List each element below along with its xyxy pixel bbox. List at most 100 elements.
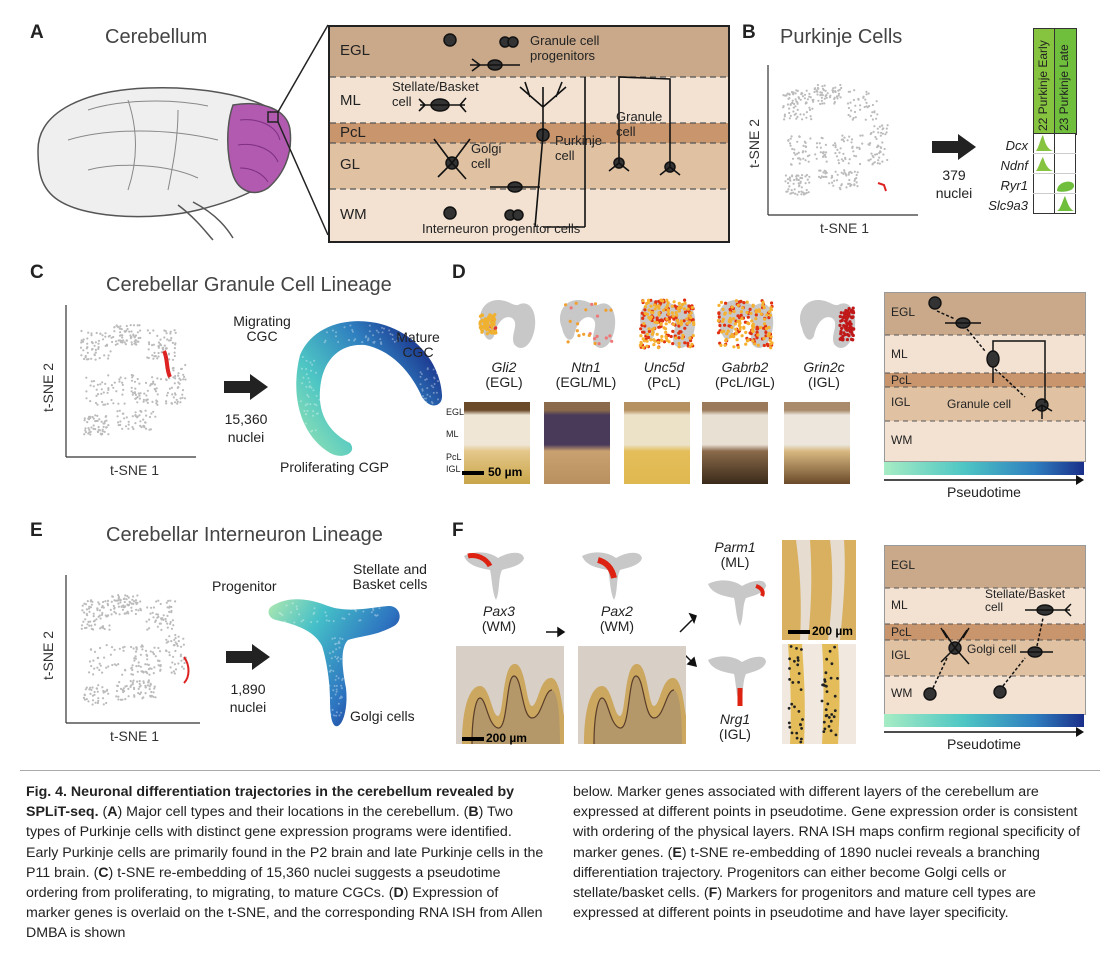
panel-a-letter: A xyxy=(30,22,44,43)
label-interneuron-progenitors: Interneuron progenitor cells xyxy=(422,221,581,236)
f-gene-pax3: Pax3(WM) xyxy=(481,603,517,634)
panel-b-ylabel: t-SNE 2 xyxy=(746,118,762,168)
d-tsne-ntn1 xyxy=(559,300,616,348)
panel-b-letter: B xyxy=(742,22,756,43)
caption-title: Fig. 4. Neuronal differentiation traject… xyxy=(26,784,515,821)
d-tsne-grin2c xyxy=(799,300,856,348)
caption-divider xyxy=(20,770,1100,771)
f-layer-wm: WM xyxy=(891,686,913,700)
f-layer-ml: ML xyxy=(891,598,908,612)
ish-layer-igl: IGL xyxy=(446,464,461,474)
f-ish-parm1 xyxy=(782,540,856,640)
f-tsne-parm1 xyxy=(708,580,766,626)
panel-a-title: Cerebellum xyxy=(105,26,208,48)
d-layer-pcl: PcL xyxy=(891,373,912,387)
d-layer-igl: IGL xyxy=(891,395,911,409)
column-purkinje-late: 23 Purkinje Late xyxy=(1057,44,1071,131)
panel-e-count-unit: nuclei xyxy=(229,699,267,715)
d-layer-egl: EGL xyxy=(891,305,916,319)
caption-d-text-cont: below. Marker genes associated with diff… xyxy=(573,784,1081,861)
panel-b-count-unit: nuclei xyxy=(935,185,973,201)
label-granule-progenitors: Granule cell progenitors xyxy=(530,33,600,63)
label-stellate-basket-cells: Stellate and Basket cells xyxy=(352,561,428,592)
gene-slc9a3: Slc9a3 xyxy=(988,198,1028,213)
gene-dcx: Dcx xyxy=(1005,138,1028,153)
f-gene-nrg1: Nrg1(IGL) xyxy=(719,711,751,742)
label-progenitor: Progenitor xyxy=(212,578,277,594)
brain-illustration xyxy=(37,24,329,241)
f-tsne-pax3 xyxy=(464,552,524,600)
scale-f1: 200 µm xyxy=(486,731,527,745)
panel-e-count: 1,890 xyxy=(230,681,266,697)
interneuron-trajectory xyxy=(268,599,400,727)
f-tsne-nrg1 xyxy=(708,656,766,706)
pseudotime-arrow-f xyxy=(884,727,1084,737)
panel-b-count: 379 xyxy=(942,167,966,183)
f-tsne-pax2 xyxy=(582,552,642,600)
arrow-e xyxy=(226,644,270,670)
d-layer-wm: WM xyxy=(891,433,913,447)
caption-d-text: Expression of marker genes is overlaid o… xyxy=(26,885,543,942)
f-ish-pax2 xyxy=(578,646,686,745)
f-gene-pax2: Pax2(WM) xyxy=(599,603,635,634)
cerebellum-layer-diagram: EGL ML PcL GL WM Granule cell progenitor… xyxy=(328,25,730,243)
ish-layer-pcl: PcL xyxy=(446,452,462,462)
tsne-plot-e xyxy=(65,575,200,724)
d-tsne-gabrb2 xyxy=(716,299,774,350)
d-gene-gabrb2: Gabrb2(PcL/IGL) xyxy=(715,359,775,390)
pseudotime-bar-d xyxy=(884,462,1084,475)
scalebar-d xyxy=(462,471,484,475)
panel-c-count-unit: nuclei xyxy=(227,429,265,445)
d-layer-ml: ML xyxy=(891,347,908,361)
panel-c-xlabel: t-SNE 1 xyxy=(110,462,160,478)
d-ish-ntn1 xyxy=(544,402,610,484)
d-gene-grin2c: Grin2c(IGL) xyxy=(803,359,845,390)
layer-wm: WM xyxy=(340,206,367,223)
f-ish-nrg1 xyxy=(782,644,856,744)
violin-header: 22 Purkinje Early 23 Purkinje Late xyxy=(1033,28,1077,135)
layer-gl: GL xyxy=(340,156,361,173)
d-ish-grin2c xyxy=(784,402,850,484)
scale-f2: 200 µm xyxy=(812,624,853,638)
f-arrows xyxy=(546,612,698,668)
label-proliferating-cgp: Proliferating CGP xyxy=(280,459,389,475)
panel-b-xlabel: t-SNE 1 xyxy=(820,220,870,236)
panel-b-title: Purkinje Cells xyxy=(780,26,903,48)
tsne-plot-b xyxy=(767,65,918,216)
label-granule: Granule cell xyxy=(616,109,663,139)
granule-layer-diagram: EGL ML PcL IGL WM Granule cell xyxy=(884,292,1086,462)
d-gene-unc5d: Unc5d(PcL) xyxy=(643,359,685,390)
pseudotime-label-f: Pseudotime xyxy=(947,736,1021,752)
f-gene-parm1: Parm1(ML) xyxy=(714,539,756,570)
scalebar-f2 xyxy=(788,630,810,634)
gene-ryr1: Ryr1 xyxy=(1000,178,1028,193)
violin-plots xyxy=(1033,133,1076,214)
label-mature-cgc: Mature CGC xyxy=(396,329,440,360)
panel-f-letter: F xyxy=(452,520,464,541)
label-migrating-cgc: Migrating CGC xyxy=(233,313,291,344)
panel-d-letter: D xyxy=(452,262,466,283)
arrow-b xyxy=(932,134,976,160)
panel-e-ylabel: t-SNE 2 xyxy=(40,630,56,680)
layer-ml: ML xyxy=(340,92,361,109)
panel-c-letter: C xyxy=(30,262,44,283)
panel-e-title: Cerebellar Interneuron Lineage xyxy=(106,524,383,546)
d-gene-ntn1: Ntn1(EGL/ML) xyxy=(555,359,617,390)
label-purkinje: Purkinje cell xyxy=(555,133,602,163)
label-golgi: Golgi cell xyxy=(471,141,502,171)
layer-egl: EGL xyxy=(340,42,371,59)
f-label-stellate: Stellate/Basket cell xyxy=(985,587,1066,614)
caption-col-1: Fig. 4. Neuronal differentiation traject… xyxy=(26,784,544,942)
panel-c-ylabel: t-SNE 2 xyxy=(40,362,56,412)
scalebar-f1 xyxy=(462,737,484,741)
d-tsne-unc5d xyxy=(638,298,696,350)
d-label-granule: Granule cell xyxy=(947,397,1012,411)
ish-layer-ml: ML xyxy=(446,429,459,439)
tsne-plot-c xyxy=(65,305,196,458)
pseudotime-bar-f xyxy=(884,714,1084,727)
d-ish-gabrb2 xyxy=(702,402,768,484)
f-ish-pax3 xyxy=(456,646,564,745)
scale-d: 50 µm xyxy=(488,465,523,479)
panel-c-count: 15,360 xyxy=(224,411,268,427)
ish-layer-egl: EGL xyxy=(446,407,465,417)
